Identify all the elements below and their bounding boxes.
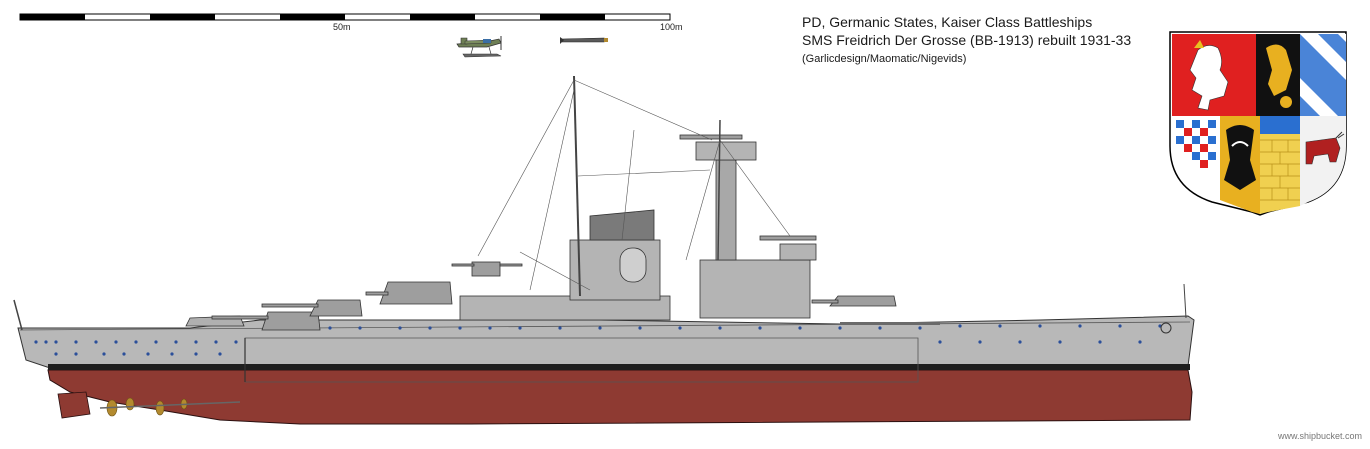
scale-label-100m: 100m	[660, 22, 683, 32]
scale-bar	[19, 13, 671, 21]
scale-label-50m: 50m	[333, 22, 351, 32]
coat-of-arms	[1169, 31, 1347, 216]
credits-line: (Garlicdesign/Maomatic/Nigevids)	[802, 53, 967, 65]
watermark: www.shipbucket.com	[1277, 431, 1362, 441]
floatplane-icon	[456, 36, 502, 58]
title-line-2: SMS Freidrich Der Grosse (BB-1913) rebui…	[802, 32, 1132, 48]
battleship-profile	[13, 75, 1195, 425]
title-line-1: PD, Germanic States, Kaiser Class Battle…	[802, 14, 1093, 30]
torpedo-icon	[560, 37, 608, 44]
